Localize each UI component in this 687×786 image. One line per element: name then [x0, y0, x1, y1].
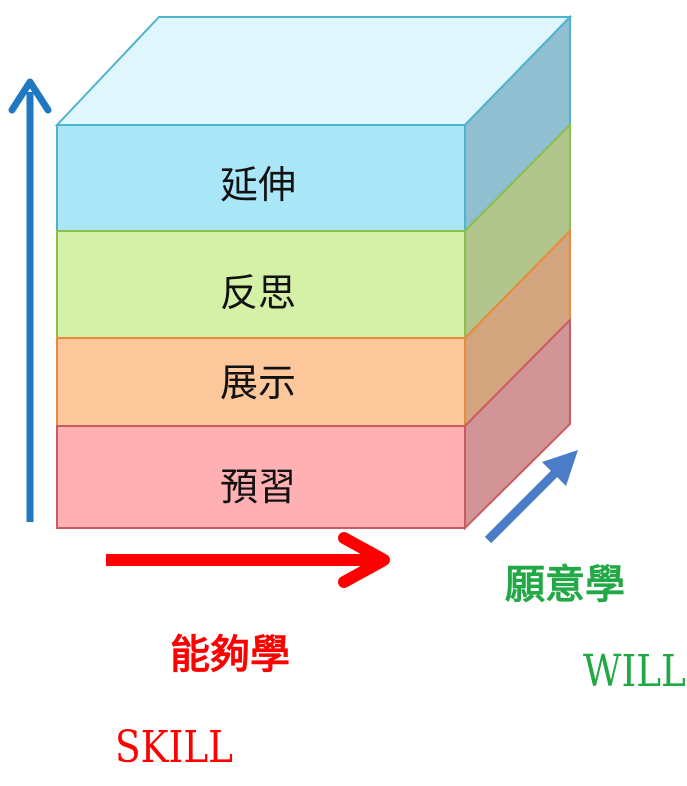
layer-extension-label: 延伸: [220, 163, 296, 207]
layer-extension: 延伸: [56, 14, 571, 234]
horizontal-axis-arrow: [106, 532, 390, 588]
skill-caption-english: SKILL: [115, 722, 234, 773]
will-caption-english: WILL: [583, 646, 686, 697]
diagonal-axis-arrow: [484, 450, 578, 544]
layer-preview: 預習: [56, 317, 571, 531]
skill-caption-chinese: 能夠學: [170, 631, 290, 678]
layer-preview-label: 預習: [220, 465, 296, 509]
layer-presentation-label: 展示: [220, 361, 296, 405]
layer-presentation: 展示: [56, 228, 571, 429]
layer-preview-front: [56, 425, 466, 529]
layer-reflection-label: 反思: [220, 271, 296, 315]
will-caption-chinese: 願意學: [505, 561, 625, 608]
cube: 延伸 反思 展示 預習: [54, 14, 573, 531]
vertical-axis-arrow: [8, 78, 52, 522]
